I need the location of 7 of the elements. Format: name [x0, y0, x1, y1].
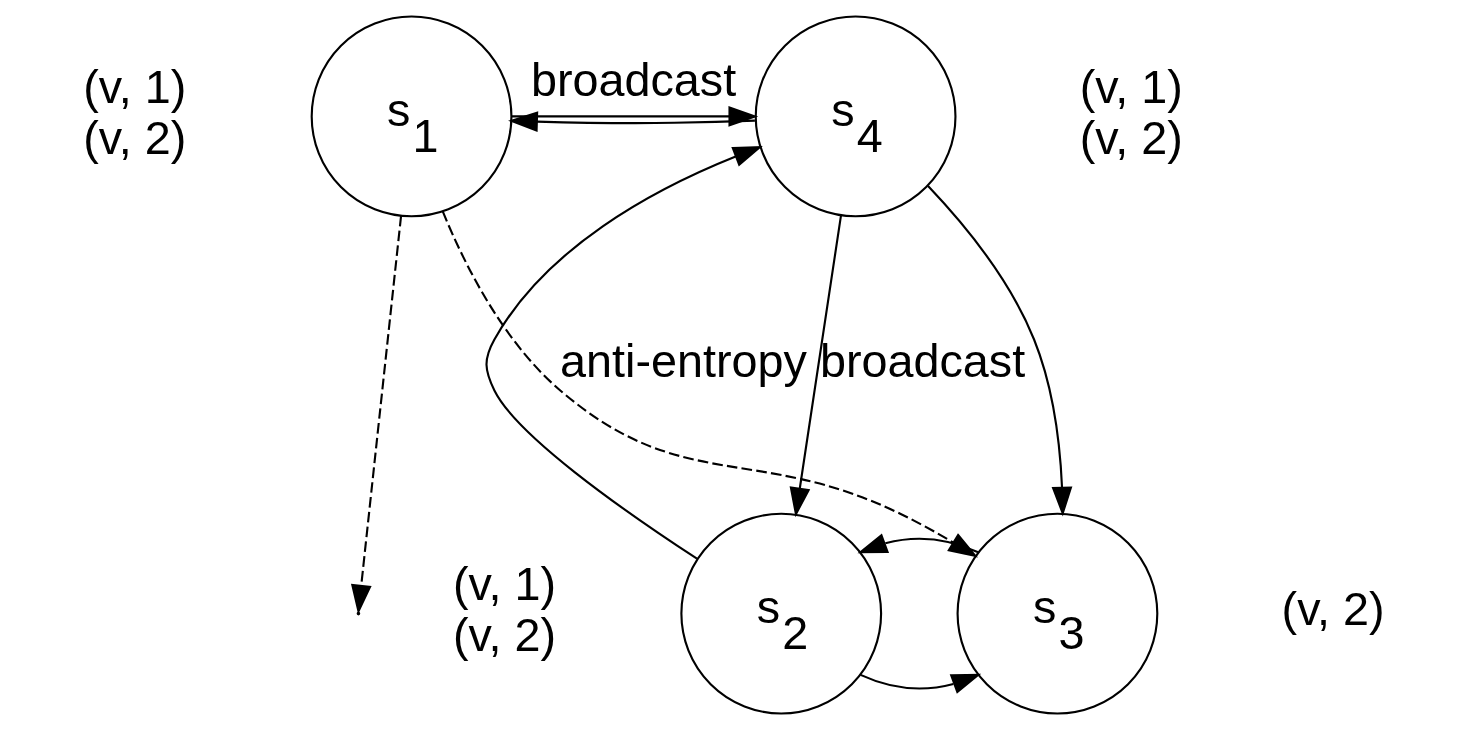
node-label: (v, 1) [83, 60, 187, 113]
node-label: (v, 1) [1079, 60, 1183, 113]
edge-label: broadcast [530, 54, 737, 107]
node-label: (v, 2) [1281, 583, 1385, 636]
node-label: (v, 1) [452, 557, 556, 610]
edge-label: anti-entropy [560, 334, 807, 387]
edge-label: broadcast [819, 334, 1026, 387]
